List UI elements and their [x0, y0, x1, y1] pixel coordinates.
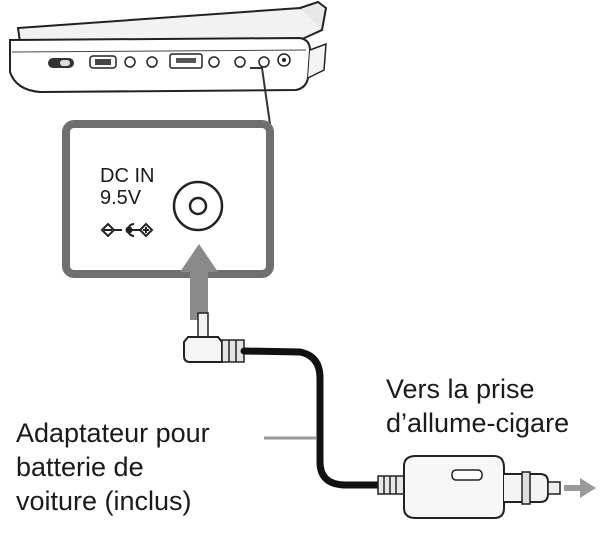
right-arrow-icon	[564, 478, 596, 498]
dc-in-panel	[62, 120, 274, 278]
car-adapter-caption: Adaptateur pour batterie de voiture (inc…	[16, 416, 210, 518]
phones-jack-2[interactable]	[146, 56, 158, 68]
caption-line: batterie de	[16, 452, 144, 482]
caption-line: voiture (inclus)	[16, 486, 192, 516]
cigarette-lighter-caption: Vers la prise d’allume-cigare	[386, 372, 569, 440]
av-jack[interactable]	[208, 56, 220, 68]
hold-switch[interactable]	[89, 55, 117, 69]
callout-connector	[250, 67, 271, 125]
dc-plug[interactable]	[183, 312, 245, 363]
port-strip	[48, 53, 291, 69]
caption-line: Vers la prise	[386, 374, 535, 404]
dc-in-jack-icon[interactable]	[172, 180, 224, 232]
usb-port[interactable]	[169, 53, 203, 69]
voltage-label: 9.5V	[100, 187, 142, 209]
car-adapter-plug[interactable]	[377, 455, 561, 519]
dc-in-label: DC IN	[100, 165, 154, 187]
dc-polarity-icon	[100, 222, 154, 238]
dvd-player	[9, 0, 328, 94]
av-in-jack[interactable]	[234, 56, 246, 68]
adapter-cable	[240, 347, 382, 489]
phones-jack-1[interactable]	[124, 56, 136, 68]
dc-in-jack-small[interactable]	[258, 56, 270, 68]
caption-line: Adaptateur pour	[16, 418, 210, 448]
power-switch[interactable]	[48, 58, 74, 68]
caption-line: d’allume-cigare	[386, 408, 570, 438]
up-arrow-icon	[180, 244, 218, 320]
